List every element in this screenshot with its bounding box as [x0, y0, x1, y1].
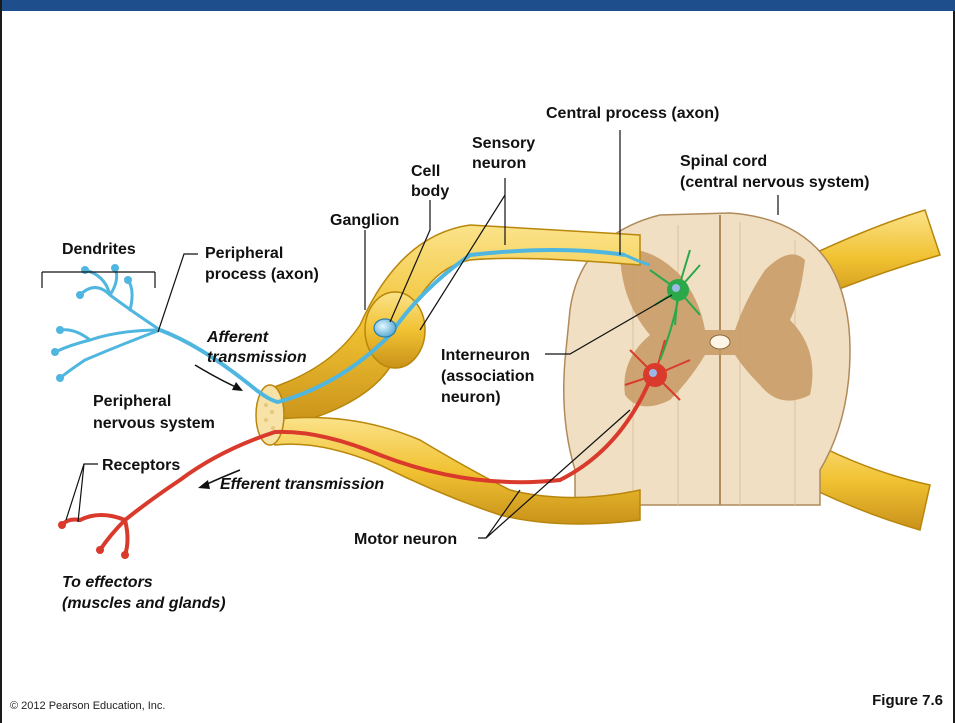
- cell-body-label-line2: body: [411, 183, 449, 200]
- cell-body-label-line1: Cell: [411, 163, 440, 180]
- dendrites-label: Dendrites: [62, 241, 136, 258]
- central-process-label: Central process (axon): [546, 105, 719, 122]
- to-effectors-label-line1: To effectors: [62, 574, 153, 591]
- interneuron-label-line2: (association: [441, 368, 534, 385]
- sensory-neuron-label-line1: Sensory: [472, 135, 535, 152]
- copyright-text: © 2012 Pearson Education, Inc.: [10, 700, 165, 712]
- dendrites: [55, 268, 160, 378]
- receptors-label: Receptors: [102, 457, 180, 474]
- peripheral-process-label-line2: process (axon): [205, 266, 319, 283]
- afferent-arrow: [195, 365, 243, 391]
- interneuron-label-line1: Interneuron: [441, 347, 530, 364]
- figure-number: Figure 7.6: [872, 692, 943, 709]
- to-effectors-label-line2: (muscles and glands): [62, 595, 226, 612]
- afferent-label-line2: transmission: [207, 349, 307, 366]
- afferent-label-line1: Afferent: [206, 329, 269, 346]
- pns-label-line2: nervous system: [93, 415, 215, 432]
- motor-neuron-label: Motor neuron: [354, 531, 457, 548]
- ganglion-label: Ganglion: [330, 212, 399, 229]
- efferent-label: Efferent transmission: [220, 476, 384, 493]
- sensory-neuron-label-line2: neuron: [472, 155, 526, 172]
- spinal-cord-label-line2: (central nervous system): [680, 174, 869, 191]
- interneuron-label-line3: neuron): [441, 389, 501, 406]
- dendrite-tips: [51, 264, 132, 382]
- spinal-cord-label-line1: Spinal cord: [680, 153, 767, 170]
- pns-label-line1: Peripheral: [93, 393, 171, 410]
- peripheral-process-label-line1: Peripheral: [205, 245, 283, 262]
